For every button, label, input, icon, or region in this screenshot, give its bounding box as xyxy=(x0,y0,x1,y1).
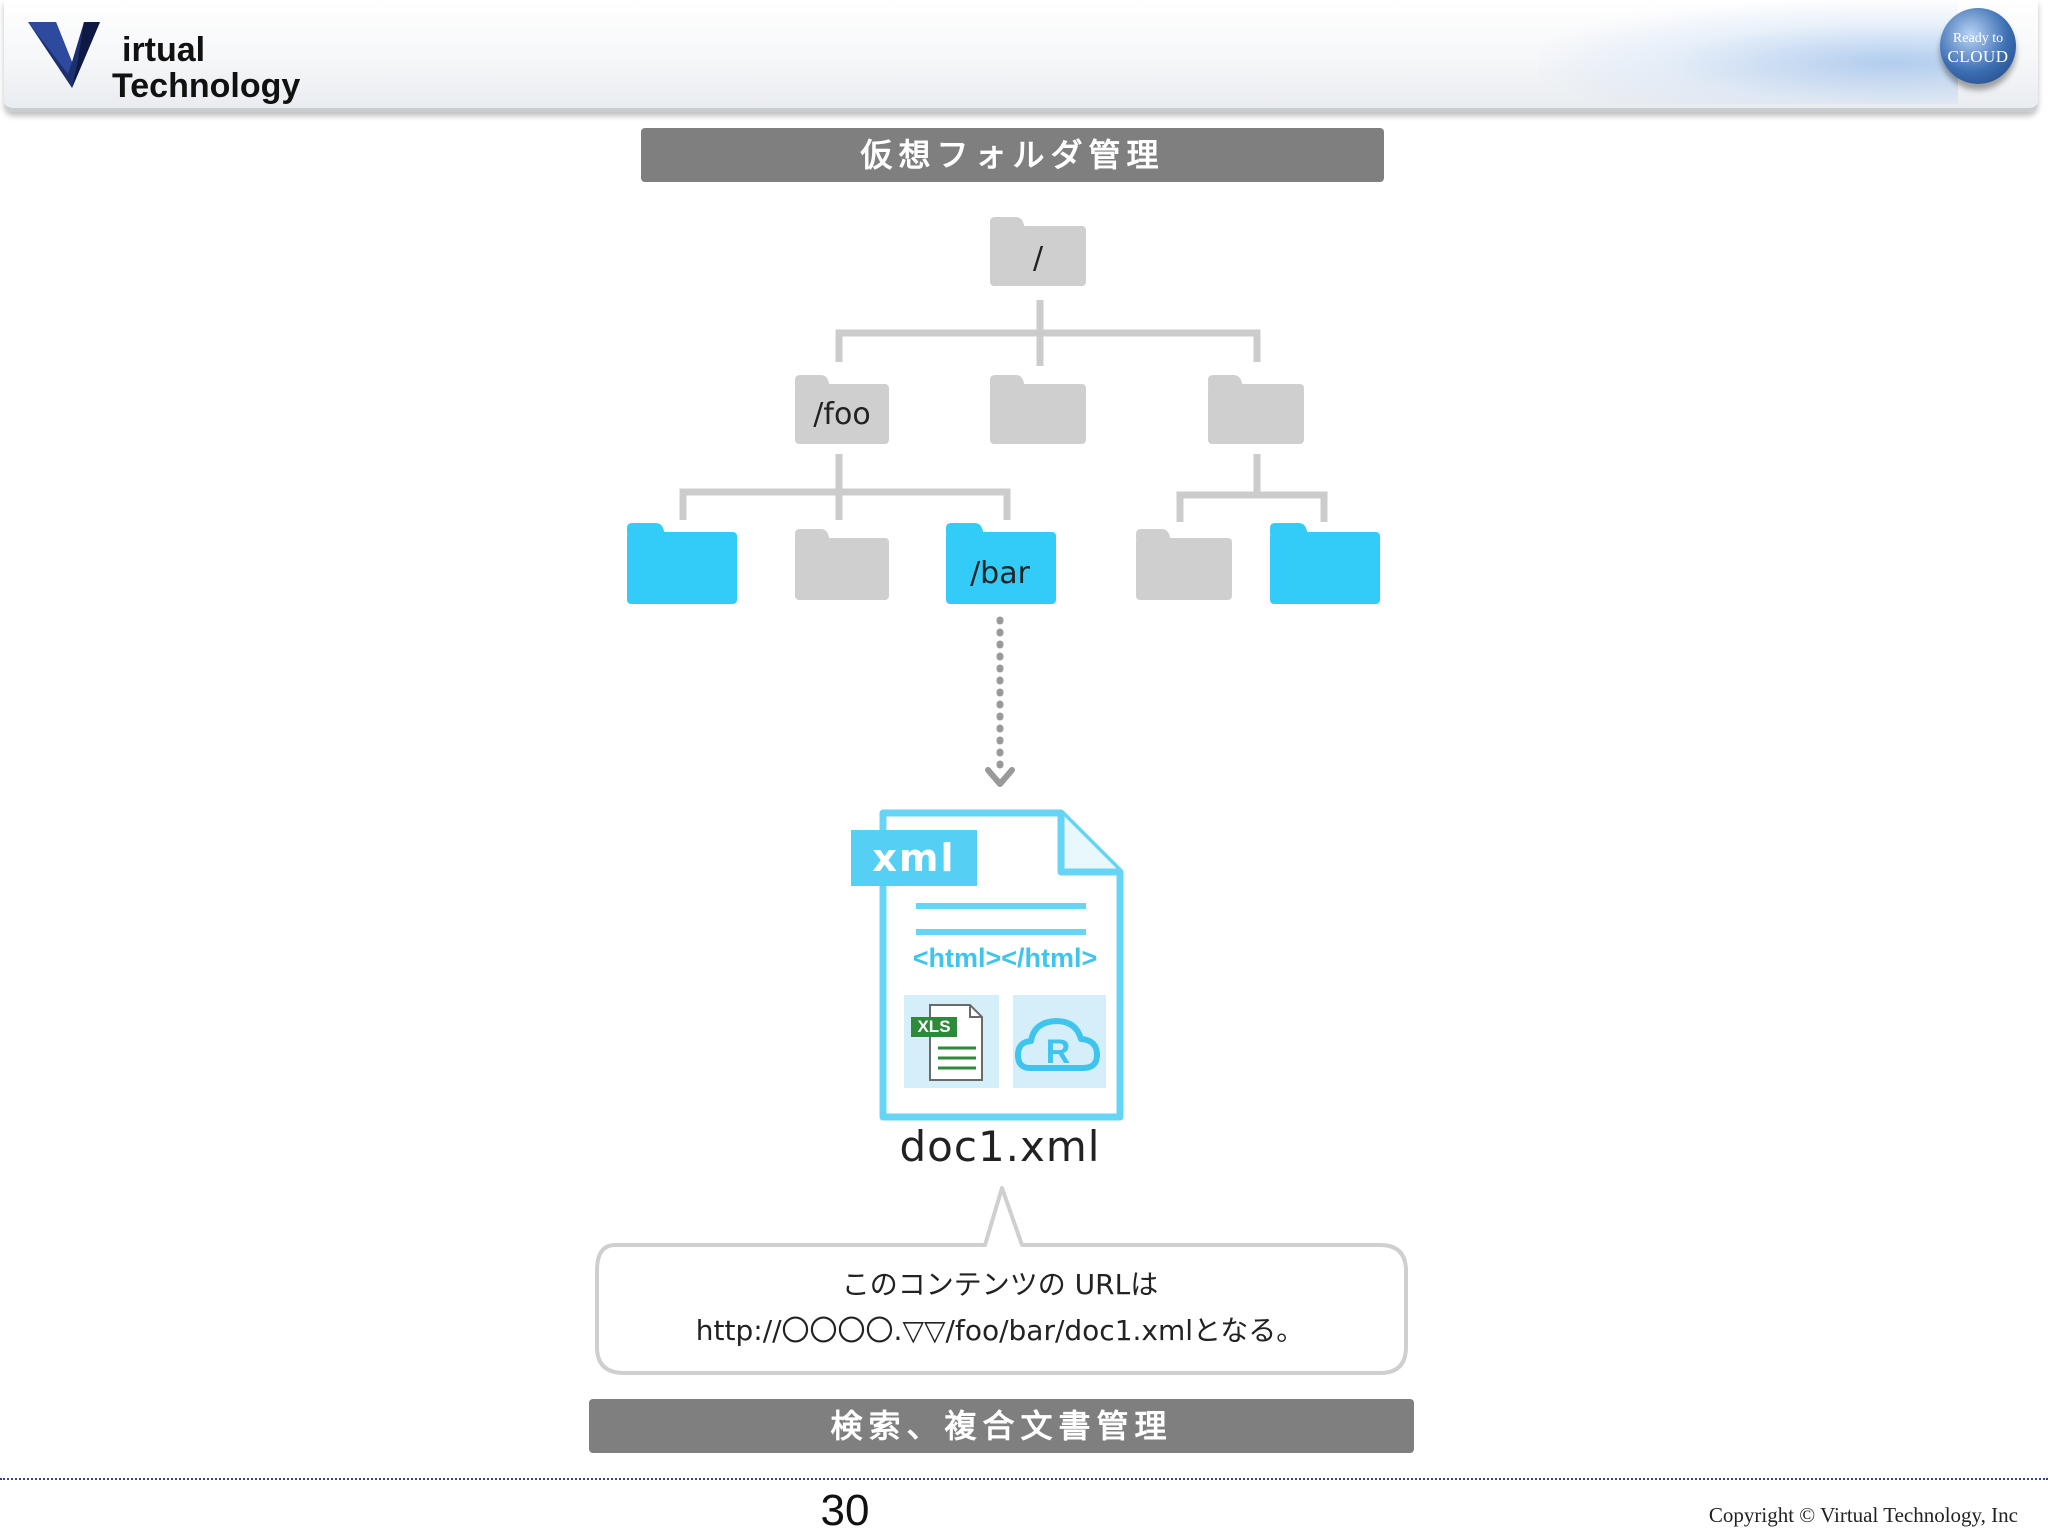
folder-middle-icon xyxy=(990,375,1086,444)
folder-root-label: / xyxy=(1033,241,1044,276)
header-glow xyxy=(1538,0,1958,104)
company-logo: irtual Technology xyxy=(28,18,308,104)
footer-divider xyxy=(0,1478,2048,1480)
folder-blue-left-icon xyxy=(627,523,737,604)
svg-text:R: R xyxy=(1046,1033,1071,1071)
dotted-arrow-icon xyxy=(985,616,1015,787)
r-cloud-icon: R xyxy=(1013,995,1106,1088)
callout-text: このコンテンツの URLは http://〇〇〇〇.▽▽/foo/bar/doc… xyxy=(600,1262,1400,1354)
folder-foo-label: /foo xyxy=(813,397,870,432)
logo-line1: irtual xyxy=(122,31,206,69)
diagram-title: 仮想フォルダ管理 xyxy=(641,128,1384,182)
logo-text: irtual Technology xyxy=(112,31,300,104)
badge-line1: Ready to xyxy=(1952,31,2004,46)
folder-blue-right-icon xyxy=(1270,523,1380,604)
callout-line1: このコンテンツの URLは xyxy=(841,1268,1159,1301)
callout-bubble xyxy=(595,1186,1408,1375)
bottom-title: 検索、複合文書管理 xyxy=(589,1399,1414,1453)
badge-line2: CLOUD xyxy=(1947,47,2009,66)
ready-to-cloud-badge: Ready to CLOUD xyxy=(1940,8,2016,84)
folder-bar-icon xyxy=(946,523,1056,604)
xml-tab-label: xml xyxy=(872,836,956,880)
file-name: doc1.xml xyxy=(899,1122,1101,1171)
folder-root-icon xyxy=(990,217,1086,286)
header-bar xyxy=(4,0,2038,112)
folder-bar-label: /bar xyxy=(970,556,1031,591)
xls-file-icon xyxy=(904,995,999,1088)
logo-v-mark-icon xyxy=(28,22,100,88)
callout-line2: http://〇〇〇〇.▽▽/foo/bar/doc1.xmlとなる。 xyxy=(695,1314,1305,1347)
copyright-text: Copyright © Virtual Technology, Inc xyxy=(1708,1503,2018,1527)
folder-right-icon xyxy=(1208,375,1304,444)
folder-gray-right-icon xyxy=(1136,529,1232,600)
tree-connectors xyxy=(679,300,1328,522)
page-number: 30 xyxy=(820,1486,870,1535)
xls-label: XLS xyxy=(911,1017,957,1037)
html-tags-text: <html></html> xyxy=(912,943,1098,973)
folder-foo-icon xyxy=(795,375,889,444)
logo-line2: Technology xyxy=(112,67,301,105)
folder-gray-small-icon xyxy=(795,529,889,600)
